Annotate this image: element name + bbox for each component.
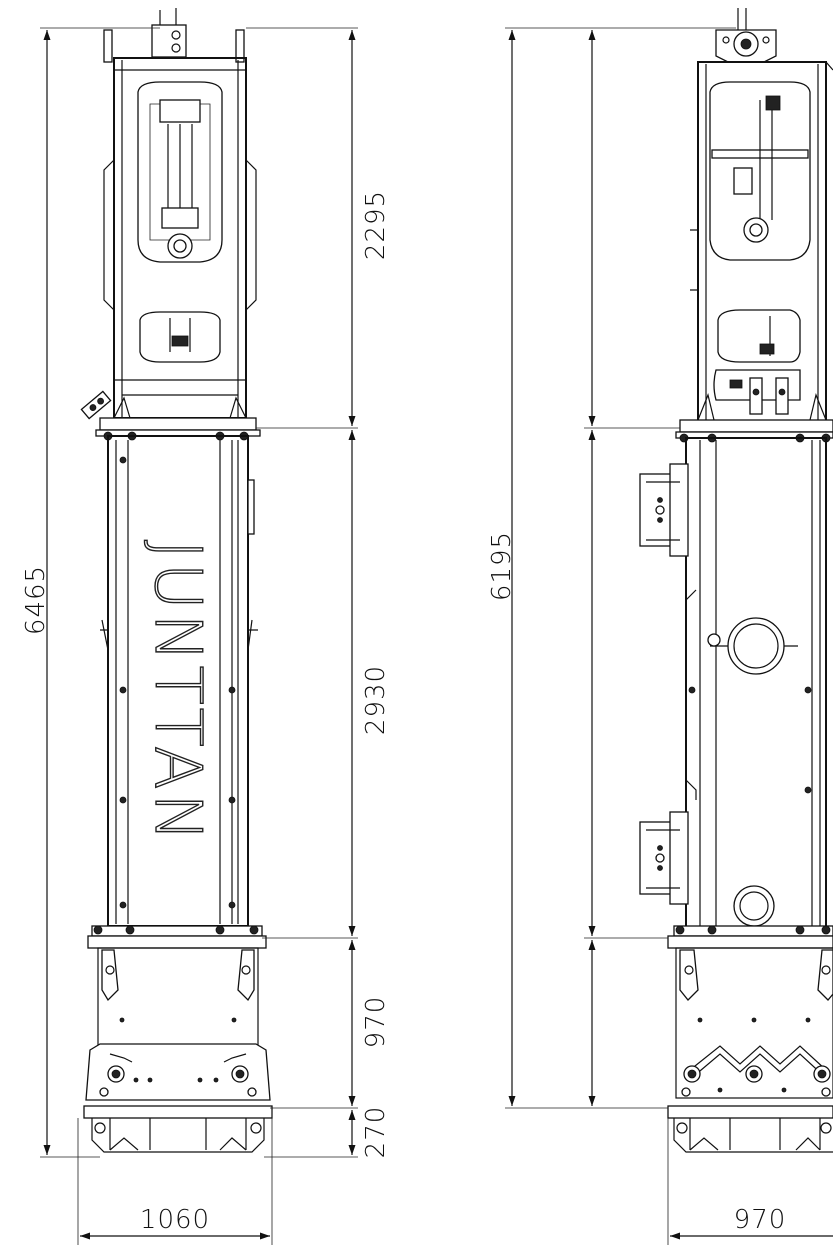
side-leader	[639, 437, 827, 929]
dim-width-front: 1060	[140, 1205, 210, 1235]
front-dimensions: 6465 2295 2930 970 270 1060	[21, 27, 391, 1245]
dim-section-base: 270	[361, 1106, 391, 1159]
dim-section-upper: 2295	[361, 190, 391, 260]
top-lifting-lugs	[103, 8, 245, 63]
side-anvil-base	[667, 1105, 833, 1153]
lower-flange	[87, 925, 267, 949]
side-drive-cap	[675, 947, 833, 1099]
front-view: JUNTTAN	[21, 8, 391, 1245]
drive-cap-section	[85, 947, 271, 1101]
dim-section-middle: 2930	[361, 665, 391, 735]
dim-overall-height-front: 6465	[21, 565, 51, 635]
side-top-lug	[715, 8, 777, 63]
hammer-upper-frame	[80, 57, 257, 420]
brand-logo: JUNTTAN	[140, 540, 214, 845]
anvil-base	[83, 1105, 273, 1153]
side-dimensions: 6195 970	[487, 27, 833, 1245]
dim-overall-height-side: 6195	[487, 531, 517, 601]
side-upper-body	[690, 61, 833, 423]
dim-width-side: 970	[734, 1205, 787, 1235]
side-view: 6195 970	[487, 8, 833, 1245]
middle-flange	[95, 417, 261, 441]
dim-section-lower: 970	[361, 996, 391, 1049]
side-lower-flange	[667, 925, 833, 949]
